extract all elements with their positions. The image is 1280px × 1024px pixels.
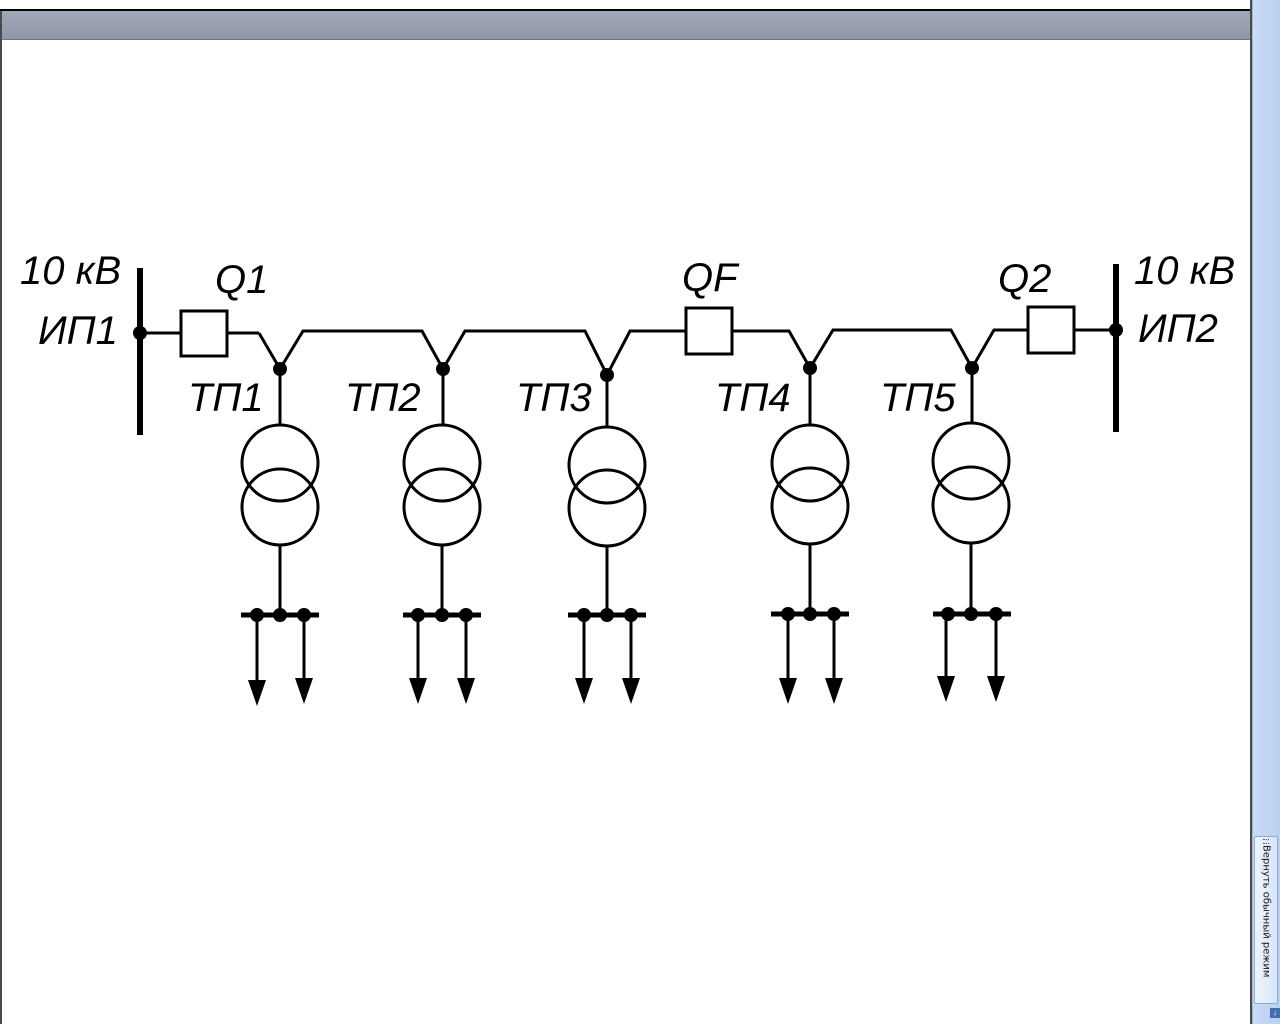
- substation-tp1: [240, 362, 320, 706]
- substation-tp3: [567, 368, 647, 704]
- ring-main-line: [732, 328, 1028, 372]
- substation-label-tp3: ТП3: [516, 376, 592, 420]
- restore-button-label: Вернуть обычный режим: [1260, 845, 1272, 978]
- source-node-ip2: [1109, 323, 1123, 337]
- transformer-winding-high: [770, 423, 850, 503]
- source-name-label-2: ИП2: [1138, 307, 1218, 351]
- outgoing-arrow: [987, 676, 1005, 702]
- transformer-winding-high: [931, 421, 1011, 501]
- outgoing-arrow: [248, 680, 266, 706]
- switch-label-q2: Q2: [998, 257, 1051, 301]
- switch-q2: [1026, 305, 1076, 355]
- source-name-label-1: ИП1: [38, 309, 118, 353]
- lv-node: [273, 608, 287, 622]
- transformer-winding-low: [402, 467, 482, 547]
- substation-label-tp2: ТП2: [345, 376, 421, 420]
- transformer-winding-high: [402, 423, 482, 503]
- expand-arrow-icon[interactable]: ↓: [1270, 1008, 1280, 1018]
- outgoing-arrow: [779, 678, 797, 704]
- transformer-winding-high: [240, 423, 320, 503]
- transformer-winding-low: [770, 466, 850, 546]
- switch-q1: [179, 309, 229, 358]
- substation-label-tp5: ТП5: [880, 376, 956, 420]
- outgoing-arrow: [937, 676, 955, 702]
- outgoing-arrow: [409, 678, 427, 704]
- substation-tp5: [931, 361, 1011, 702]
- outgoing-arrow: [575, 678, 593, 704]
- substation-tp4: [770, 361, 850, 704]
- outgoing-arrow: [457, 678, 475, 704]
- lv-node: [941, 607, 955, 621]
- switch-qf: [684, 306, 734, 356]
- lv-node: [600, 608, 614, 622]
- lv-node: [964, 607, 978, 621]
- lv-node: [435, 608, 449, 622]
- ring-main-line: [257, 329, 686, 379]
- switch-label-qf: QF: [682, 256, 740, 300]
- restore-normal-mode-button[interactable]: Вернуть обычный режим: [1254, 836, 1278, 1004]
- window-left-border: [0, 11, 2, 1024]
- source-voltage-label-1: 10 кВ: [20, 249, 121, 293]
- substation-label-tp4: ТП4: [715, 376, 791, 420]
- outgoing-arrow: [295, 678, 313, 704]
- transformer-winding-low: [931, 465, 1011, 545]
- transformer-winding-low: [240, 467, 320, 547]
- window-top-edge: [0, 0, 1252, 11]
- outgoing-arrow: [825, 678, 843, 704]
- grip-icon: [1263, 839, 1269, 844]
- transformer-winding-high: [567, 425, 647, 505]
- substation-label-tp1: ТП1: [188, 376, 264, 420]
- outgoing-arrow: [622, 678, 640, 704]
- lv-node: [803, 607, 817, 621]
- transformer-winding-low: [567, 468, 647, 548]
- switch-label-q1: Q1: [215, 258, 268, 302]
- title-bar: [0, 11, 1252, 40]
- source-voltage-label-2: 10 кВ: [1134, 249, 1235, 293]
- power-network-diagram: 10 кВ ИП1 10 кВ ИП2 Q1 QF Q2: [20, 249, 1235, 706]
- substation-tp2: [402, 362, 482, 704]
- window-right-border: [1250, 0, 1252, 1024]
